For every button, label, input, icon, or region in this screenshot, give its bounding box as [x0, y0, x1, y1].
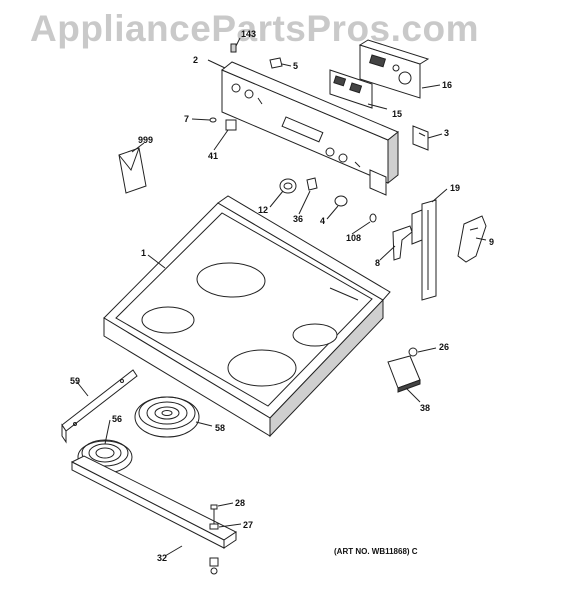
display-overlay	[329, 69, 373, 109]
callout-999: 999	[138, 135, 154, 145]
callout-8: 8	[375, 258, 381, 268]
junction-cover	[387, 347, 421, 393]
callout-26: 26	[439, 342, 450, 352]
callout-2: 2	[193, 55, 199, 65]
callout-4: 4	[320, 216, 326, 226]
callout-15: 15	[392, 109, 403, 119]
top-small-parts	[209, 43, 429, 151]
callout-56: 56	[112, 414, 123, 424]
electronic-control-board	[358, 39, 430, 99]
terminal-screws	[209, 504, 219, 575]
control-panel-backsplash	[221, 61, 399, 196]
callout-3: 3	[444, 128, 450, 138]
callout-12: 12	[258, 205, 269, 215]
watermark-logo: AppliancePartsPros.com	[30, 8, 479, 49]
callout-1: 1	[141, 248, 147, 258]
callout-19: 19	[450, 183, 461, 193]
callout-27: 27	[243, 520, 254, 530]
callout-5: 5	[293, 61, 299, 71]
clip-bracket	[392, 225, 413, 261]
callout-108: 108	[346, 233, 362, 243]
callout-38: 38	[420, 403, 431, 413]
callout-59: 59	[70, 376, 81, 386]
callout-41: 41	[208, 151, 219, 161]
callout-7: 7	[184, 114, 190, 124]
element-support-rail	[70, 455, 237, 549]
cooktop-main-top	[103, 195, 391, 438]
side-trim-bracket	[411, 199, 437, 301]
rear-bracket-rail	[61, 369, 138, 444]
callout-9: 9	[489, 237, 495, 247]
literature-envelope	[118, 147, 147, 194]
callout-16: 16	[442, 80, 453, 90]
callout-36: 36	[293, 214, 304, 224]
callout-32: 32	[157, 553, 168, 563]
callout-143: 143	[241, 29, 257, 39]
callout-28: 28	[235, 498, 246, 508]
end-cap-bracket	[457, 215, 487, 263]
control-knobs	[279, 177, 377, 223]
callout-58: 58	[215, 423, 226, 433]
surface-element-large	[134, 396, 200, 438]
leader-lines	[76, 37, 487, 557]
art-number-label: (ART NO. WB11868) C	[334, 547, 418, 556]
